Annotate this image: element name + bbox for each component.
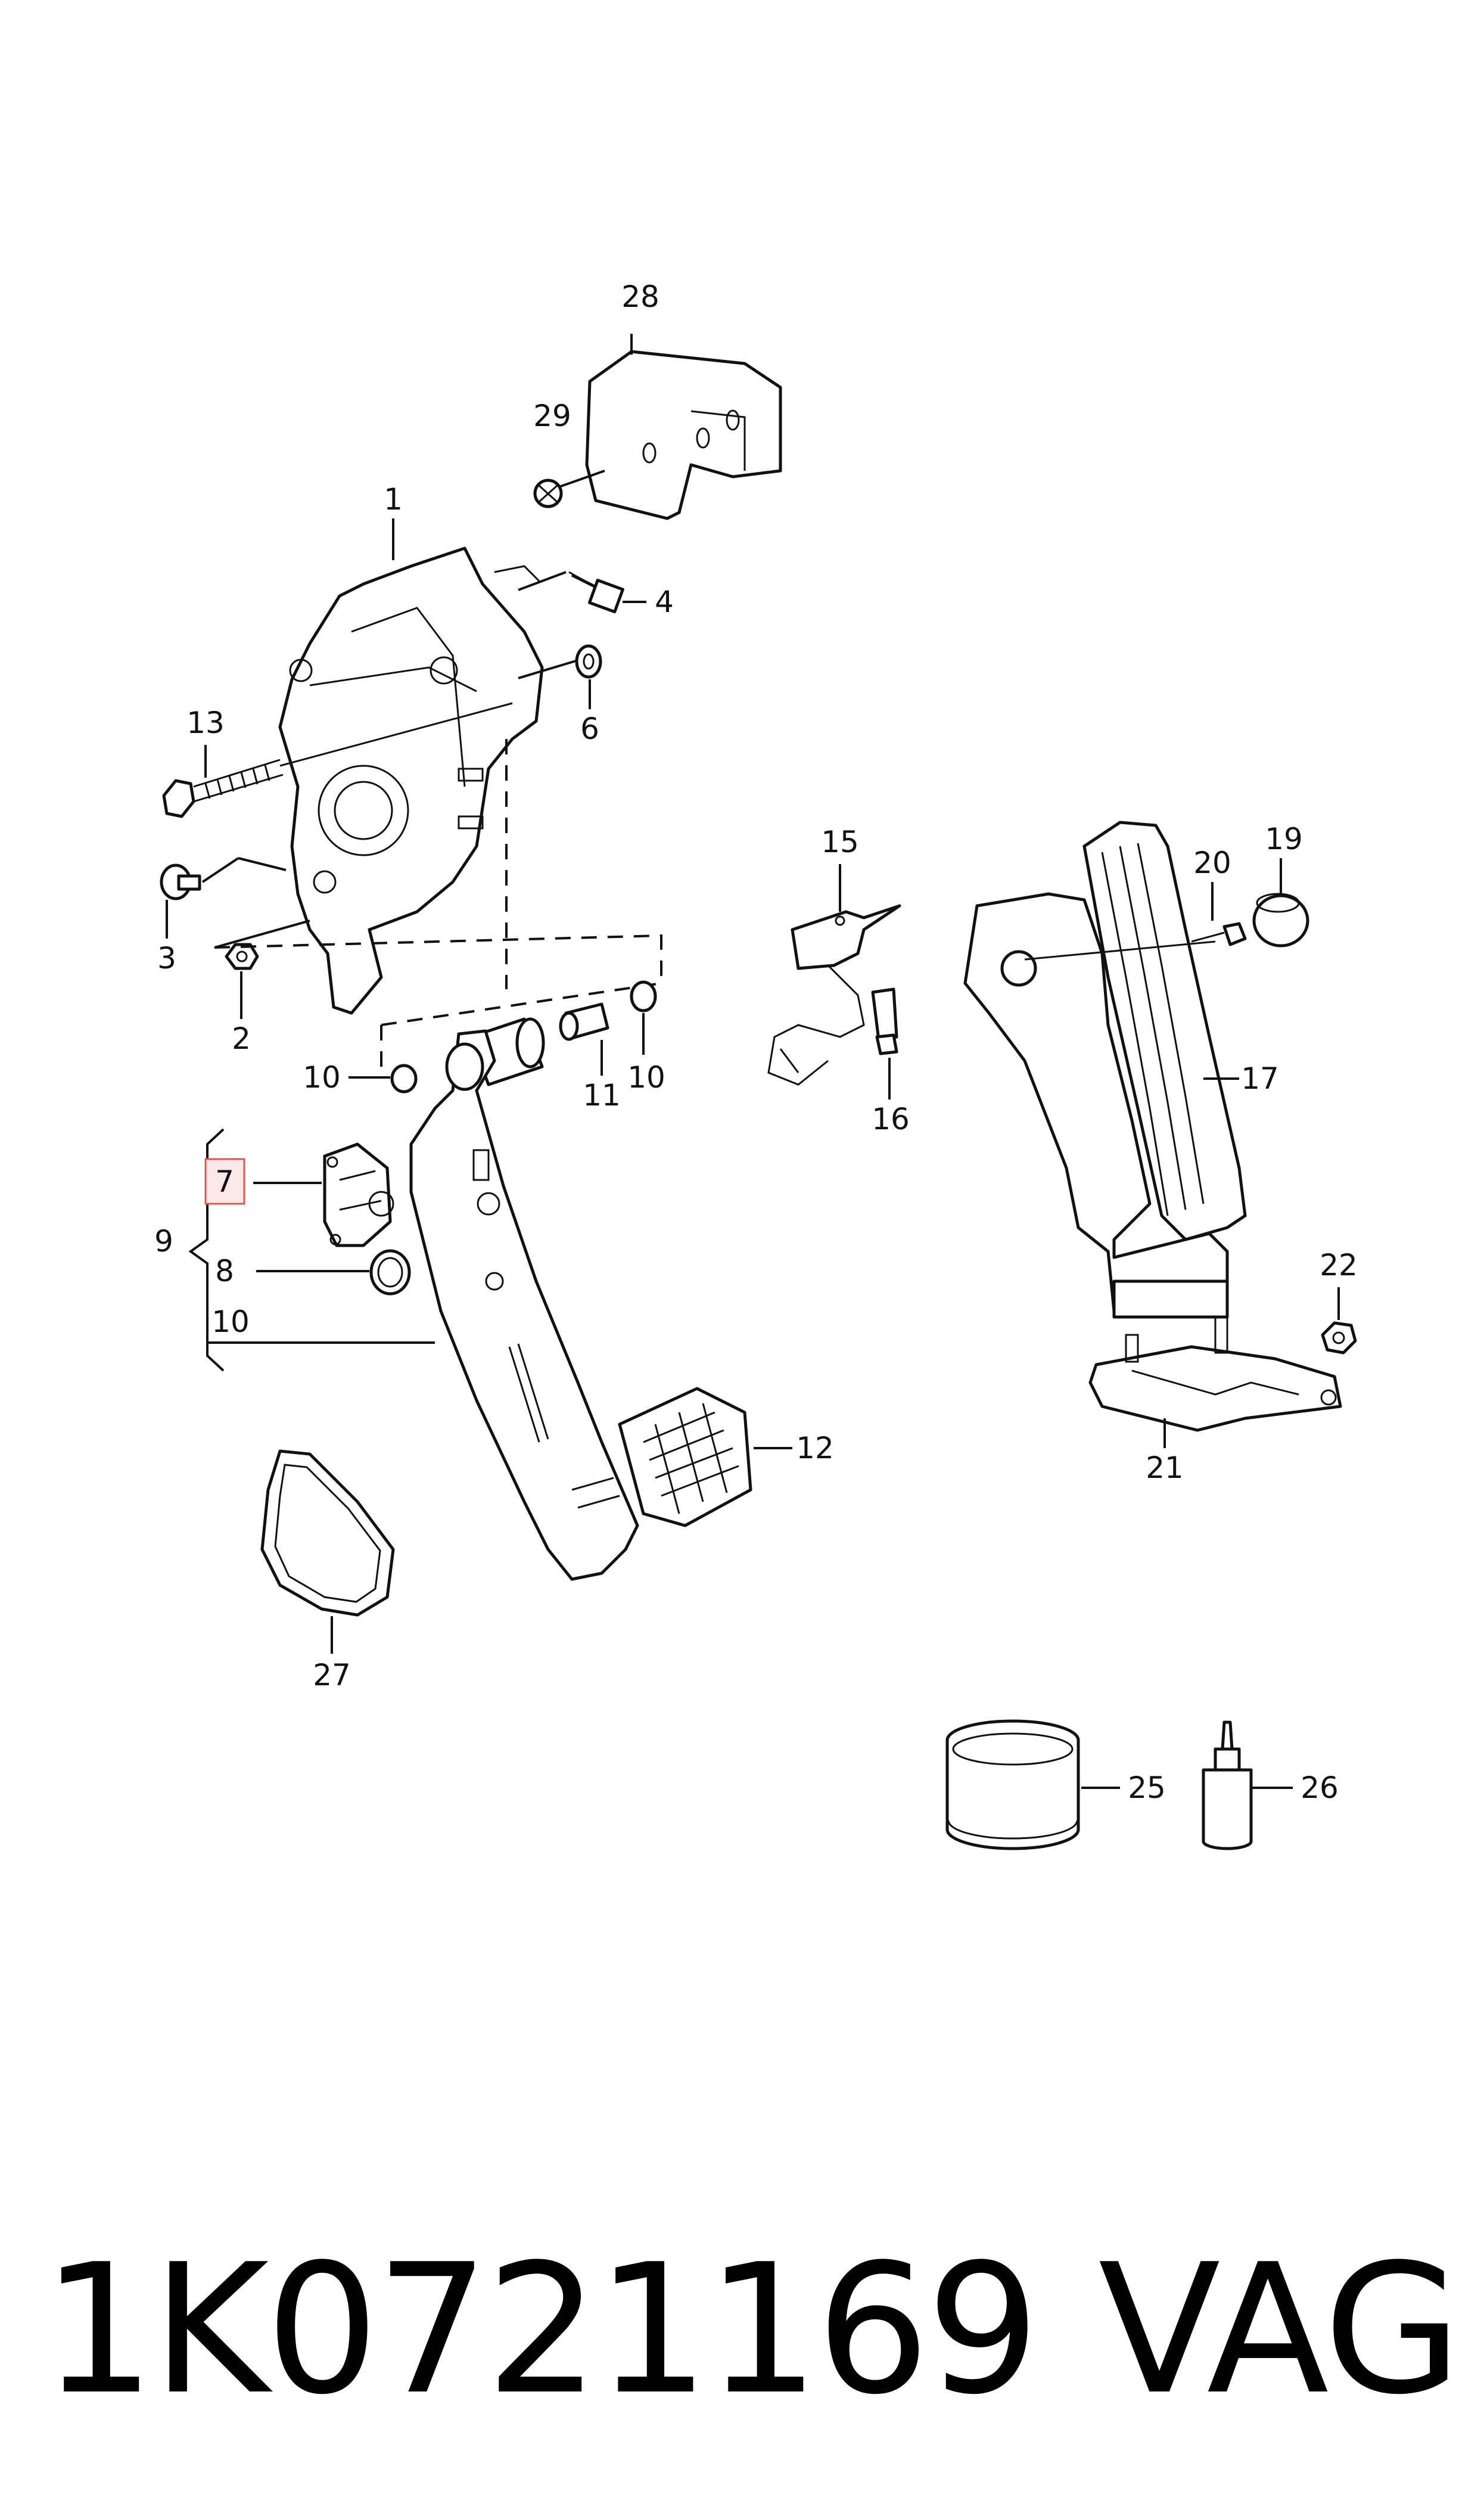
callout-8: 8 — [215, 1254, 234, 1288]
callout-9: 9 — [154, 1224, 173, 1259]
callout-27: 27 — [313, 1658, 351, 1692]
callout-28: 28 — [621, 279, 659, 314]
part-4-bolt — [568, 571, 624, 614]
callout-7: 7 — [215, 1164, 234, 1199]
highlight-box — [204, 1158, 245, 1205]
callout-19: 19 — [1265, 822, 1303, 856]
callout-16: 16 — [872, 1102, 910, 1136]
part-16-bolt — [871, 987, 898, 1055]
brand-label: VAG — [1098, 2226, 1462, 2434]
part-10-bushing-left — [390, 1064, 418, 1094]
callout-26: 26 — [1301, 1771, 1339, 1805]
part-21-base-plate — [1088, 1316, 1342, 1432]
callout-10-left: 10 — [303, 1060, 341, 1095]
part-13-bolt — [162, 759, 284, 818]
part-2-nut — [225, 943, 259, 970]
callout-22: 22 — [1320, 1248, 1358, 1282]
part-25-bearing — [945, 1719, 1080, 1850]
callout-2: 2 — [232, 1021, 251, 1056]
part-29-clip — [533, 479, 563, 508]
footer: 1K0721169 VAG — [42, 2226, 1462, 2434]
part-20-screw — [1191, 922, 1247, 946]
part-27-gasket — [260, 1449, 395, 1617]
callout-17: 17 — [1241, 1061, 1279, 1096]
part-6-nut — [575, 644, 602, 679]
part-22-nut — [1321, 1321, 1357, 1355]
callout-6: 6 — [580, 712, 599, 746]
part-3-stud — [160, 864, 201, 900]
part-8-o-ring — [369, 1249, 411, 1296]
part-10-bushing-right — [630, 980, 657, 1012]
callout-1: 1 — [384, 482, 403, 517]
callout-12: 12 — [796, 1431, 834, 1465]
callout-21: 21 — [1146, 1450, 1184, 1485]
part-15-bracket — [767, 904, 901, 1086]
part-7-sensor — [323, 1142, 394, 1247]
part-26-grease-tube — [1202, 1720, 1253, 1850]
part-28-cover — [585, 350, 782, 520]
callout-29: 29 — [533, 399, 571, 433]
callout-13: 13 — [186, 706, 225, 740]
callout-11: 11 — [583, 1078, 621, 1113]
part-19-cap — [1252, 893, 1309, 948]
callout-10-right: 10 — [627, 1060, 665, 1095]
part-11-sleeve — [559, 1002, 609, 1041]
callout-10-lower: 10 — [211, 1304, 250, 1339]
part-1-pedal-bracket — [278, 546, 544, 1015]
callout-4: 4 — [655, 585, 674, 619]
part-number: 1K0721169 — [42, 2226, 1040, 2434]
callout-25: 25 — [1128, 1771, 1166, 1805]
part-12-clutch-pedal — [409, 1029, 752, 1581]
callout-15: 15 — [821, 825, 859, 859]
callout-20: 20 — [1193, 846, 1231, 880]
callout-3: 3 — [157, 941, 176, 976]
part-17-accelerator-pedal — [963, 821, 1247, 1319]
